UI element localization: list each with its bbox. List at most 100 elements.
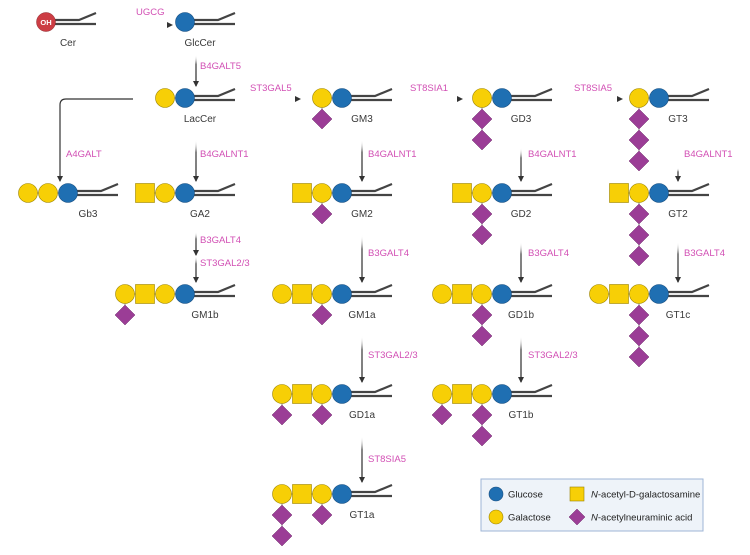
molecule-ga2 bbox=[135, 182, 236, 203]
galactose-icon bbox=[472, 88, 492, 108]
galactose-icon bbox=[629, 183, 649, 203]
galactose-legend-icon bbox=[488, 509, 504, 525]
molecules: OH bbox=[18, 11, 710, 547]
galactose-icon bbox=[629, 284, 649, 304]
glucose-icon bbox=[492, 88, 512, 108]
galnac-icon bbox=[452, 384, 472, 404]
enzyme-label-ugcg: UGCG bbox=[136, 7, 165, 18]
glucose-icon bbox=[332, 384, 352, 404]
galactose-icon bbox=[472, 183, 492, 203]
compound-label-gm2: GM2 bbox=[351, 209, 373, 220]
enzyme-label-st3gal23-b: ST3GAL2/3 bbox=[368, 350, 418, 361]
sialic-acid-icon bbox=[628, 150, 650, 172]
molecule-gd1b bbox=[432, 283, 553, 347]
sialic-acid-icon bbox=[471, 404, 493, 426]
enzyme-label-st8sia5-a: ST8SIA5 bbox=[574, 83, 612, 94]
sialic-acid-icon bbox=[628, 304, 650, 326]
glucose-legend-icon bbox=[488, 486, 504, 502]
galactose-icon bbox=[272, 484, 292, 504]
enzyme-label-st8sia5-b: ST8SIA5 bbox=[368, 454, 406, 465]
enzyme-label-b3galt4-b: B3GALT4 bbox=[368, 248, 409, 259]
sialic-acid-icon bbox=[311, 304, 333, 326]
glucose-icon bbox=[492, 183, 512, 203]
glucose-icon bbox=[175, 12, 195, 32]
galnac-icon bbox=[292, 484, 312, 504]
legend-galnac-label: N-acetyl-D-galactosamine bbox=[591, 490, 700, 501]
sialic-acid-icon bbox=[311, 108, 333, 130]
enzyme-label-st3gal23-a: ST3GAL2/3 bbox=[200, 258, 250, 269]
compound-label-gb3: Gb3 bbox=[79, 209, 98, 220]
molecule-gm3 bbox=[311, 87, 393, 130]
galnac-icon bbox=[135, 183, 155, 203]
galnac-icon bbox=[452, 284, 472, 304]
sialic-acid-icon bbox=[311, 404, 333, 426]
molecule-gt1c bbox=[589, 283, 710, 368]
galactose-icon bbox=[432, 284, 452, 304]
compound-label-glccer: GlcCer bbox=[184, 38, 216, 49]
galactose-icon bbox=[18, 183, 38, 203]
compound-label-gt3: GT3 bbox=[668, 114, 688, 125]
sialic-acid-icon bbox=[271, 404, 293, 426]
compound-label-cer: Cer bbox=[60, 38, 77, 49]
glucose-icon bbox=[175, 284, 195, 304]
glucose-icon bbox=[649, 183, 669, 203]
sialic-acid-icon bbox=[471, 224, 493, 246]
galnac-icon bbox=[292, 384, 312, 404]
sialic-acid-icon bbox=[471, 203, 493, 225]
legend: Glucose N-acetyl-D-galactosamine Galacto… bbox=[480, 478, 704, 532]
sialic-acid-icon bbox=[471, 325, 493, 347]
sialic-acid-icon bbox=[311, 203, 333, 225]
sialic-acid-icon bbox=[628, 346, 650, 368]
legend-galactose-label: Galactose bbox=[508, 513, 551, 524]
galnac-icon bbox=[292, 183, 312, 203]
galactose-icon bbox=[38, 183, 58, 203]
galactose-icon bbox=[312, 284, 332, 304]
enzyme-label-b4galnt1-c: B4GALNT1 bbox=[528, 149, 577, 160]
compound-label-gd1a: GD1a bbox=[349, 410, 376, 421]
enzyme-label-b3galt4-d: B3GALT4 bbox=[684, 248, 725, 259]
glucose-icon bbox=[332, 484, 352, 504]
compound-label-gd2: GD2 bbox=[511, 209, 532, 220]
compound-label-gd3: GD3 bbox=[511, 114, 532, 125]
compound-label-gt1a: GT1a bbox=[349, 510, 374, 521]
compound-label-gt1c: GT1c bbox=[666, 310, 690, 321]
compound-label-gt2: GT2 bbox=[668, 209, 688, 220]
legend-box bbox=[480, 478, 704, 532]
galnac-legend-icon bbox=[569, 486, 585, 502]
galactose-icon bbox=[312, 88, 332, 108]
glucose-icon bbox=[175, 88, 195, 108]
molecule-gt3 bbox=[628, 87, 710, 172]
glucose-icon bbox=[175, 183, 195, 203]
galnac-icon bbox=[292, 284, 312, 304]
galnac-icon bbox=[452, 183, 472, 203]
molecule-gd1a bbox=[271, 383, 393, 426]
compound-label-laccer: LacCer bbox=[184, 114, 217, 125]
oh-label: OH bbox=[40, 18, 51, 27]
sialic-acid-icon bbox=[271, 504, 293, 526]
galactose-icon bbox=[472, 284, 492, 304]
enzyme-label-st8sia1: ST8SIA1 bbox=[410, 83, 448, 94]
molecule-gm1a bbox=[272, 283, 393, 326]
galactose-icon bbox=[272, 384, 292, 404]
molecule-gm1b bbox=[114, 283, 236, 326]
glucose-icon bbox=[332, 183, 352, 203]
galnac-icon bbox=[135, 284, 155, 304]
enzyme-label-b4galnt1-a: B4GALNT1 bbox=[200, 149, 249, 160]
galactose-icon bbox=[155, 183, 175, 203]
galactose-icon bbox=[115, 284, 135, 304]
galactose-icon bbox=[589, 284, 609, 304]
compound-label-gt1b: GT1b bbox=[508, 410, 533, 421]
galactose-icon bbox=[312, 484, 332, 504]
galactose-icon bbox=[155, 284, 175, 304]
enzyme-label-st3gal23-c: ST3GAL2/3 bbox=[528, 350, 578, 361]
glucose-icon bbox=[649, 284, 669, 304]
sialic-acid-icon bbox=[471, 108, 493, 130]
enzyme-label-a4galt: A4GALT bbox=[66, 149, 102, 160]
sialic-acid-icon bbox=[628, 108, 650, 130]
galnac-icon bbox=[609, 284, 629, 304]
molecule-gb3 bbox=[18, 182, 119, 203]
sialic-acid-legend-icon bbox=[568, 508, 586, 526]
legend-sialic-acid-label: N-acetylneuraminic acid bbox=[591, 513, 692, 524]
sialic-acid-icon bbox=[431, 404, 453, 426]
